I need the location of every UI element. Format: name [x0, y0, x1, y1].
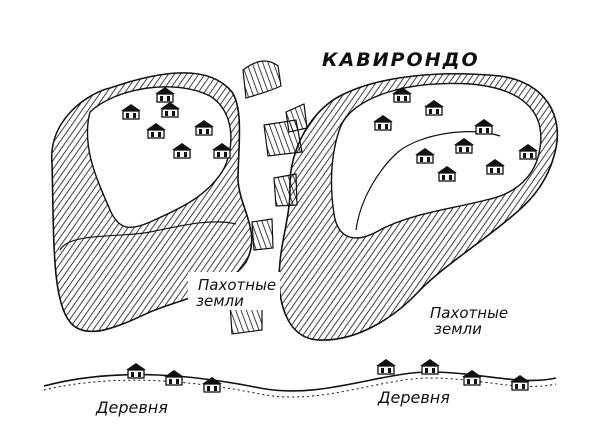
village-huts — [125, 358, 531, 393]
region-label: КАВИРОНДО — [322, 49, 480, 71]
village-label-right: Деревня — [377, 388, 450, 407]
village-road — [43, 371, 557, 398]
fields-label-right-line1: Пахотные — [430, 304, 508, 322]
village-label-left: Деревня — [95, 398, 168, 417]
right-inner-loop — [355, 131, 501, 231]
fields-label-left-line2: земли — [196, 292, 244, 310]
right-settlement — [278, 72, 559, 341]
left-inner-field — [59, 221, 237, 251]
fields-label-right-line2: земли — [434, 320, 482, 338]
left-village-area — [86, 86, 232, 229]
left-settlement — [51, 72, 253, 333]
fields-label-left-line1: Пахотные — [198, 276, 276, 294]
